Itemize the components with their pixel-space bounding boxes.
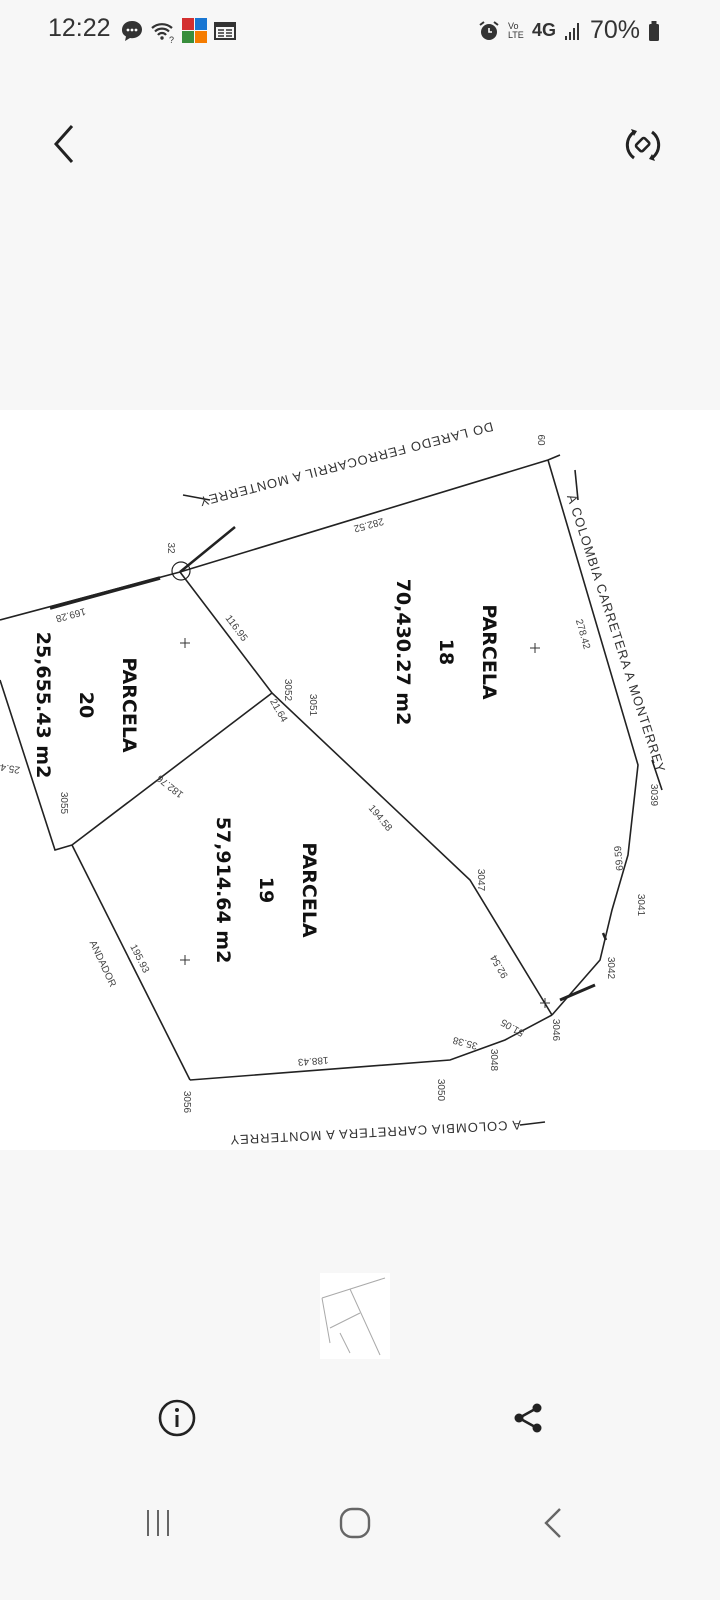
tick-line — [179, 526, 236, 573]
survey-map: PARCELA 18 70,430.27 m2 PARCELA 20 25,65… — [0, 419, 669, 1148]
recents-icon — [147, 1510, 169, 1536]
walkway-label: ANDADOR — [87, 939, 118, 989]
distance-label: 21.64 — [267, 697, 289, 725]
divider-18-19 — [179, 571, 553, 1016]
battery-percent: 70% — [589, 16, 640, 44]
navigation-bar — [0, 1490, 720, 1560]
home-icon — [339, 1507, 371, 1539]
road-label-bottom: A COLOMBIA CARRETERA A MONTERREY — [229, 1117, 521, 1147]
share-button[interactable] — [510, 1400, 546, 1441]
road-label-top: DO LAREDO FERROCARRIL A MONTERREY — [197, 419, 494, 509]
distance-label: 169.28 — [54, 605, 87, 624]
distance-label: 278.42 — [573, 618, 592, 651]
distance-label: 69.59 — [613, 845, 626, 871]
parcel-20-number: 20 — [75, 692, 97, 718]
back-chevron-icon — [53, 125, 74, 163]
back-icon — [544, 1508, 561, 1538]
svg-text:?: ? — [169, 35, 174, 43]
right-boundary-line — [547, 459, 639, 1016]
vertex-32-circle — [171, 561, 191, 581]
info-button[interactable] — [157, 1398, 197, 1443]
survey-map-image[interactable]: PARCELA 18 70,430.27 m2 PARCELA 20 25,65… — [0, 410, 720, 1150]
distance-label: 188.43 — [297, 1054, 329, 1067]
signal-icon — [564, 22, 579, 40]
distance-label: 35.38 — [451, 1034, 478, 1051]
parcel-19-left-edge — [71, 844, 191, 1081]
parcel-18-number: 18 — [435, 639, 457, 665]
distance-label: 194.58 — [366, 803, 394, 834]
bottom-action-bar — [0, 1380, 720, 1460]
distance-label: 51.05 — [499, 1016, 527, 1038]
parcel-20-title: PARCELA — [118, 657, 140, 753]
bottom-boundary-line — [189, 1014, 553, 1081]
vertex-label: 3048 — [488, 1049, 499, 1072]
newspaper-icon — [214, 22, 236, 40]
distance-label: 116.95 — [223, 613, 250, 644]
distance-label: 92.54 — [489, 952, 511, 980]
battery-icon — [649, 20, 659, 41]
distance-label: 182.76 — [155, 772, 186, 800]
image-thumbnail[interactable] — [320, 1273, 390, 1359]
vertex-label: 3056 — [181, 1091, 192, 1114]
distance-label: 195.93 — [127, 943, 151, 976]
recents-button[interactable] — [143, 1508, 173, 1543]
divider-20-19 — [71, 692, 273, 846]
thumbnail-map — [321, 1277, 386, 1356]
thick-segment — [49, 576, 161, 610]
parcel-18-title: PARCELA — [478, 604, 500, 700]
parcel-19-number: 19 — [255, 877, 277, 903]
wifi-icon: ? — [151, 23, 174, 43]
parcel-19-title: PARCELA — [298, 842, 320, 938]
alarm-icon — [479, 20, 499, 40]
clock: 12:22 — [48, 14, 111, 42]
vertex-label: 3052 — [282, 679, 293, 702]
network-type: 4G — [531, 20, 556, 40]
parcel-20-area: 25,655.43 m2 — [32, 632, 54, 779]
info-icon — [158, 1399, 196, 1437]
distance-label: 25.44 — [0, 760, 21, 775]
vertex-label: 3055 — [58, 792, 69, 815]
vertex-label: 3050 — [435, 1079, 446, 1102]
volte-indicator: Vo LTE — [507, 20, 524, 40]
vertex-label: 3041 — [635, 894, 646, 917]
parcel-19-area: 57,914.64 m2 — [212, 817, 234, 964]
share-icon — [514, 1403, 542, 1433]
home-button[interactable] — [338, 1506, 372, 1545]
parcel-18-area: 70,430.27 m2 — [392, 579, 414, 726]
vertex-label: 3046 — [550, 1019, 561, 1042]
auto-rotate-icon — [625, 129, 661, 161]
app-grid-icon — [182, 18, 207, 43]
crosshair-marks — [180, 638, 550, 1008]
status-bar: 12:22 ? Vo LTE 4G 70% — [0, 0, 720, 60]
vertex-label: 60 — [535, 434, 546, 446]
chat-bubble-icon — [122, 21, 142, 41]
vertex-label: 3039 — [648, 784, 659, 807]
back-nav-button[interactable] — [540, 1506, 566, 1545]
back-button[interactable] — [48, 122, 78, 171]
vertex-label: 3047 — [475, 869, 486, 892]
rotate-button[interactable] — [622, 124, 664, 171]
vertex-label: 3051 — [307, 694, 318, 717]
parcel-20-left-edge — [0, 679, 73, 851]
vertex-label: 32 — [165, 542, 176, 554]
vertex-label: 3042 — [605, 957, 616, 980]
